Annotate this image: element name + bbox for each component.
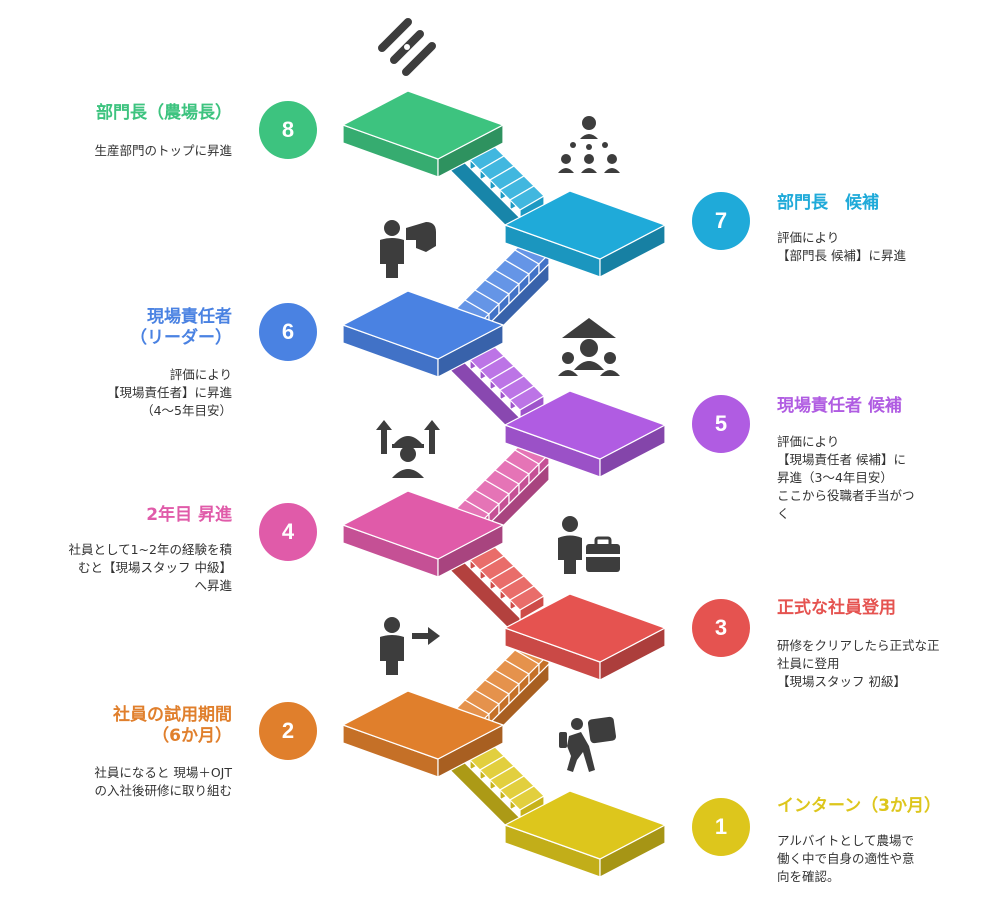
step-2-description: 社員になると 現場＋OJT の入社後研修に取り組む [94,765,232,798]
worker-arrows-up-icon [376,420,440,478]
platform-3-top [504,593,666,663]
platform-1-top [504,790,666,860]
platform-2-top [342,690,504,760]
step-1-title: インターン（3か月） [777,796,941,816]
step-8-description: 生産部門のトップに昇進 [94,143,232,158]
hiker-icon [559,716,617,772]
step-6-description: 評価により 【現場責任者】に昇進 （4〜5年目安） [106,367,232,418]
platform-5-top [504,390,666,460]
step-3-title: 正式な社員登用 [777,598,896,618]
step-2-title: 社員の試用期間 （6か月） [113,705,232,746]
person-flag-icon [380,220,436,278]
platform-7-top [504,190,666,260]
step-1-description: アルバイトとして農場で 働く中で自身の適性や意 向を確認。 [777,833,915,884]
step-6-number: 6 [259,303,317,361]
step-3-description: 研修をクリアしたら正式な正 社員に登用 【現場スタッフ 初級】 [777,638,940,689]
step-5-title: 現場責任者 候補 [777,396,902,416]
step-2-number: 2 [259,702,317,760]
step-7-title: 部門長 候補 [777,193,879,213]
step-4-title: 2年目 昇進 [146,505,232,525]
step-7-description: 評価により 【部門長 候補】に昇進 [777,230,906,263]
businessman-briefcase-icon [558,516,620,574]
step-5-number: 5 [692,395,750,453]
platform-6-top [342,290,504,360]
step-8-title: 部門長（農場長） [96,103,232,123]
slash-logo-icon [378,18,436,76]
platform-8-top [342,90,504,160]
step-6-title: 現場責任者 （リーダー） [130,307,232,348]
platform-4-top [342,490,504,560]
step-3-number: 3 [692,599,750,657]
step-7-number: 7 [692,192,750,250]
hierarchy-icon [558,116,620,173]
person-arrow-icon [380,617,440,675]
leader-group-icon [558,318,620,376]
step-8-number: 8 [259,101,317,159]
stairs-4-3-riser-6 [519,595,545,621]
step-4-number: 4 [259,503,317,561]
step-4-description: 社員として1~2年の経験を積 むと【現場スタッフ 中級】 へ昇進 [68,542,232,593]
step-1-number: 1 [692,798,750,856]
step-5-description: 評価により 【現場責任者 候補】に 昇進（3〜4年目安） ここから役職者手当がつ… [777,434,915,521]
